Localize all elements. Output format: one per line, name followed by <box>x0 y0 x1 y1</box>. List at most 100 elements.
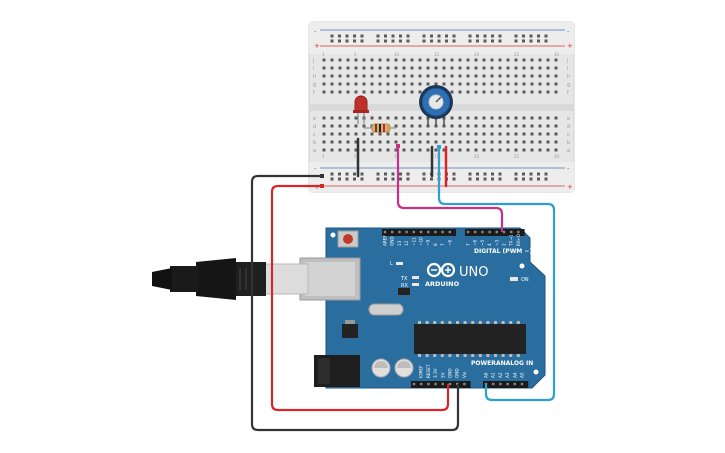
pin-label: A3 <box>505 372 510 378</box>
column-number: 5 <box>354 154 357 159</box>
pin-label: GND <box>455 368 460 378</box>
rail-plus-label-top: + <box>314 42 320 50</box>
capacitors <box>371 358 414 378</box>
digital-pin[interactable] <box>466 230 470 234</box>
analog-pin[interactable] <box>520 382 524 386</box>
wire-5v-red <box>270 184 450 412</box>
potentiometer[interactable] <box>419 85 453 126</box>
digital-pin[interactable] <box>383 230 387 234</box>
row-letter: h <box>567 74 570 80</box>
column-number: 1 <box>322 154 325 159</box>
column-number: 1 <box>322 52 325 57</box>
digital-pin[interactable] <box>517 230 520 234</box>
row-letter: d <box>567 124 570 130</box>
digital-pin[interactable] <box>391 230 394 234</box>
power-jack[interactable] <box>314 355 360 387</box>
pin-label: 7 <box>466 243 471 246</box>
brand-label: ARDUINO <box>425 280 460 288</box>
atmega-chip <box>414 321 526 357</box>
column-number: 25 <box>514 154 520 159</box>
pin-label: Vin <box>462 371 467 378</box>
pin-label: 5V <box>440 372 445 378</box>
analog-pin[interactable] <box>492 382 495 386</box>
digital-label: DIGITAL (PWM ~) <box>474 248 532 255</box>
row-letter: c <box>313 132 316 138</box>
power-label: POWER <box>471 360 496 367</box>
digital-pin[interactable] <box>427 230 430 234</box>
digital-pin[interactable] <box>495 230 498 234</box>
digital-pin[interactable] <box>488 230 491 234</box>
pin-label: 4 <box>487 243 492 246</box>
wire-gnd-black <box>250 174 460 432</box>
wire-signal-magenta <box>396 146 504 232</box>
power-pin[interactable] <box>441 382 444 386</box>
rail-minus-label-bottom: - <box>314 165 317 173</box>
pin-label: ~6 <box>473 239 478 246</box>
power-pin[interactable] <box>412 382 416 386</box>
digital-pin[interactable] <box>398 230 401 234</box>
digital-pin[interactable] <box>441 230 444 234</box>
column-number: 15 <box>434 52 440 57</box>
row-letter: g <box>313 82 316 88</box>
power-pin[interactable] <box>463 382 466 386</box>
tx-label: TX <box>400 276 408 282</box>
row-letter: f <box>567 90 569 96</box>
power-pin[interactable] <box>448 382 452 386</box>
pin-label: 12 <box>404 240 409 246</box>
row-letter: e <box>313 116 316 122</box>
row-letter: a <box>313 148 316 154</box>
wire-analog-blue <box>437 147 556 402</box>
row-letter: f <box>313 90 315 96</box>
rail-minus-label-top: - <box>314 28 317 36</box>
analog-label: ANALOG IN <box>496 360 533 367</box>
digital-pin[interactable] <box>412 230 415 234</box>
analog-pin[interactable] <box>513 382 516 386</box>
column-number: 5 <box>354 52 357 57</box>
digital-pin[interactable] <box>434 230 437 234</box>
digital-pin[interactable] <box>405 230 408 234</box>
row-letter: i <box>313 66 314 72</box>
row-letter: g <box>567 82 570 88</box>
analog-pin[interactable] <box>499 382 502 386</box>
rx-label: RX <box>401 283 408 289</box>
digital-pin[interactable] <box>502 230 506 234</box>
row-letter: b <box>567 140 570 146</box>
voltage-regulator <box>342 324 358 338</box>
on-label: ON <box>521 277 529 283</box>
reset-button[interactable] <box>337 230 359 248</box>
digital-pin[interactable] <box>448 230 451 234</box>
column-number: 25 <box>514 52 520 57</box>
digital-pin[interactable] <box>481 230 484 234</box>
rail-minus-label-top-right: - <box>567 28 570 36</box>
pin-label: IOREF <box>419 365 424 378</box>
row-letter: d <box>313 124 316 130</box>
rail-minus-label-bottom-right: - <box>567 165 570 173</box>
power-pin[interactable] <box>420 382 423 386</box>
arduino-uno-board[interactable]: ARDUINO UNO DIGITAL (PWM ~) POWER ANALOG… <box>299 227 546 389</box>
usb-port[interactable] <box>299 257 361 301</box>
pin-label: A1 <box>491 372 496 378</box>
digital-pin[interactable] <box>474 230 477 234</box>
row-letter: b <box>313 140 316 146</box>
row-letter: j <box>312 58 314 64</box>
pin-label: GND <box>448 368 453 378</box>
power-pin[interactable] <box>427 382 430 386</box>
analog-pin[interactable] <box>506 382 509 386</box>
rail-plus-label-bottom-right: + <box>567 183 573 191</box>
digital-pin[interactable] <box>510 230 513 234</box>
rx-led <box>412 283 419 286</box>
red-led[interactable] <box>353 95 369 124</box>
column-number: 10 <box>394 154 400 159</box>
pin-label: 7 <box>440 243 445 246</box>
digital-pin[interactable] <box>419 230 423 234</box>
resistor[interactable] <box>364 123 396 133</box>
usb-cable <box>152 258 309 300</box>
pin-label: A4 <box>512 372 517 378</box>
power-pin[interactable] <box>434 382 437 386</box>
tx-led <box>412 276 419 279</box>
crystal-oscillator <box>368 303 404 316</box>
